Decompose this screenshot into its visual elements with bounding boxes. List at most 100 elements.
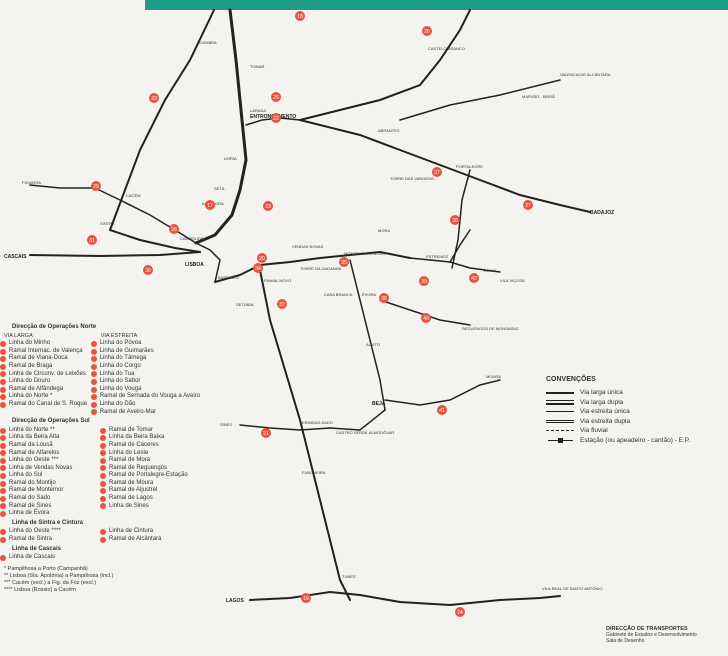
line-marker-icon <box>0 457 6 464</box>
legend-item-label: Ramal de Portalegre-Estação <box>109 472 188 479</box>
legend-item: Ramal de Moura <box>100 480 200 488</box>
legend-item: Linha do Norte * <box>0 393 91 401</box>
line-number-marker <box>143 265 153 275</box>
legend-item-label: Ramal Internac. de Valença <box>9 347 83 354</box>
line-number-label: 17 <box>207 203 213 209</box>
line-marker-icon <box>90 409 97 416</box>
legend-item-label: Ramal de Moura <box>109 479 154 486</box>
rail-line-figueira <box>29 184 96 189</box>
legend-item: Linha do Douro <box>0 378 91 386</box>
line-number-label: 25 <box>273 95 279 101</box>
rail-line-algarve <box>249 590 561 607</box>
legend-item-label: Ramal de Mora <box>109 457 151 464</box>
label-reguengos: REGUENGOS DE MONSARAZ <box>462 326 519 331</box>
credits-line2: Sala de Desenho <box>606 638 645 644</box>
label-sines: SINES <box>220 422 232 427</box>
legend-item-label: Linha de Guimarães <box>99 347 154 354</box>
line-marker-icon <box>90 340 97 347</box>
legend-item: Ramal de Alcântara <box>100 536 200 544</box>
line-marker-icon <box>90 371 97 378</box>
line-number-marker <box>379 293 389 303</box>
legend-item: Ramal de Aljustrel <box>100 487 200 495</box>
label-montemor: MONTEMOR-O-NOVO <box>344 251 385 256</box>
legend-item-label: Ramal da Lousã <box>9 441 53 448</box>
line-number-marker <box>261 428 271 438</box>
label-vendas-novas: VENDAS NOVAS <box>292 244 324 249</box>
conventions-legend: CONVENÇÕES Via larga única Via larga dup… <box>546 376 696 445</box>
line-number-label: 18 <box>297 14 303 20</box>
line-number-marker <box>253 263 263 273</box>
legend-item-label: Ramal de Reguengos <box>109 464 168 471</box>
line-marker-icon <box>0 442 6 449</box>
legend-item-label: Linha do Póvoa <box>99 340 142 347</box>
legend-item-label: Ramal de Montemor <box>9 487 64 494</box>
line-number-marker <box>263 201 273 211</box>
note-1: * Pampilhosa a Porto (Campanhã) <box>4 565 88 572</box>
label-leiria: LEIRIA <box>224 156 237 161</box>
label-figueira: FIGUEIRA <box>22 180 41 185</box>
line-number-marker <box>169 224 179 234</box>
rail-line-tomar <box>245 117 301 126</box>
line-marker-icon <box>0 450 6 457</box>
legend-item: Ramal de Mora <box>100 457 200 465</box>
label-cascais: CASCAIS <box>4 254 27 260</box>
legend-item: Linha do Corgo <box>90 362 200 371</box>
legend-sul-title: Direcção de Operações Sul <box>12 418 90 425</box>
rail-line-sines <box>239 424 331 431</box>
line-number-marker <box>295 11 305 21</box>
rail-line-leste <box>299 119 591 213</box>
line-marker-icon <box>0 401 6 408</box>
conv-estacao: Estação (ou apeadeiro - cantão) - E.P. <box>580 436 691 444</box>
label-elvas: ELVAS <box>484 268 497 273</box>
line-marker-icon <box>100 427 106 434</box>
line-number-label: 31 <box>89 238 95 244</box>
line-number-marker <box>271 113 281 123</box>
line-number-marker <box>523 200 533 210</box>
label-setil: SETIL <box>214 186 226 191</box>
legend-item: Linha do Oeste *** <box>0 457 100 465</box>
label-tomar: TOMAR <box>250 64 264 69</box>
legend-item-label: Ramal de Sernada do Vouga a Aveiro <box>99 393 200 400</box>
label-moura: MOURA <box>486 374 501 379</box>
legend-item-label: Ramal do Canal de S. Roque <box>9 400 88 407</box>
credits-title: DIRECÇÃO DE TRANSPORTES <box>606 626 688 632</box>
line-number-label: 21 <box>263 431 269 437</box>
legend-item: Linha do Norte ** <box>0 427 100 435</box>
legend-item: Ramal de Sines <box>0 503 100 511</box>
line-marker-icon <box>100 450 106 457</box>
legend-item-label: Ramal de Alcântara <box>109 536 162 543</box>
line-number-label: 26 <box>424 29 430 35</box>
rail-line-evora-branch <box>349 259 386 411</box>
label-torre-da-gadanha: TORRE DA GADANHA <box>300 266 342 271</box>
line-marker-icon <box>100 465 106 472</box>
legend-item-label: Linha do Corgo <box>99 362 141 369</box>
rail-line-oeste <box>94 187 197 244</box>
legend-item: Ramal de Braga <box>0 363 91 371</box>
legend-item-label: Linha da Beira Alta <box>9 434 60 441</box>
line-number-label: 29 <box>93 184 99 190</box>
line-number-label: 19 <box>303 596 309 602</box>
legend-via-larga: VIA LARGA <box>4 332 33 339</box>
line-marker-icon <box>0 503 6 510</box>
legend-item-label: Ramal do Sado <box>9 495 51 502</box>
legend-item-label: Linha do Minho <box>9 340 51 347</box>
credits-line1: Gabinete de Estudos e Desenvolvimento <box>606 632 697 638</box>
line-number-marker <box>419 276 429 286</box>
label-mora: MORA <box>378 228 390 233</box>
legend-item: Linha da Beira Alta <box>0 434 100 442</box>
legend-item-label: Linha de Vendas Novas <box>9 464 73 471</box>
line-marker-icon <box>0 386 6 393</box>
legend-notes: * Pampilhosa a Porto (Campanhã) ** Lisbo… <box>0 566 200 594</box>
rail-line-sintra <box>109 229 201 253</box>
legend-item-label: Ramal de Aljustrel <box>109 487 158 494</box>
line-marker-icon <box>100 536 106 543</box>
line-number-marker <box>277 299 287 309</box>
rail-line-caceres <box>399 79 561 121</box>
legend-item: Linha de Cascais <box>0 554 200 562</box>
line-marker-icon <box>0 435 6 442</box>
line-number-label: 38 <box>452 218 458 224</box>
legend-norte-title: Direcção de Operações Norte <box>12 324 97 330</box>
legend-item-label: Ramal do Montijo <box>9 479 56 486</box>
